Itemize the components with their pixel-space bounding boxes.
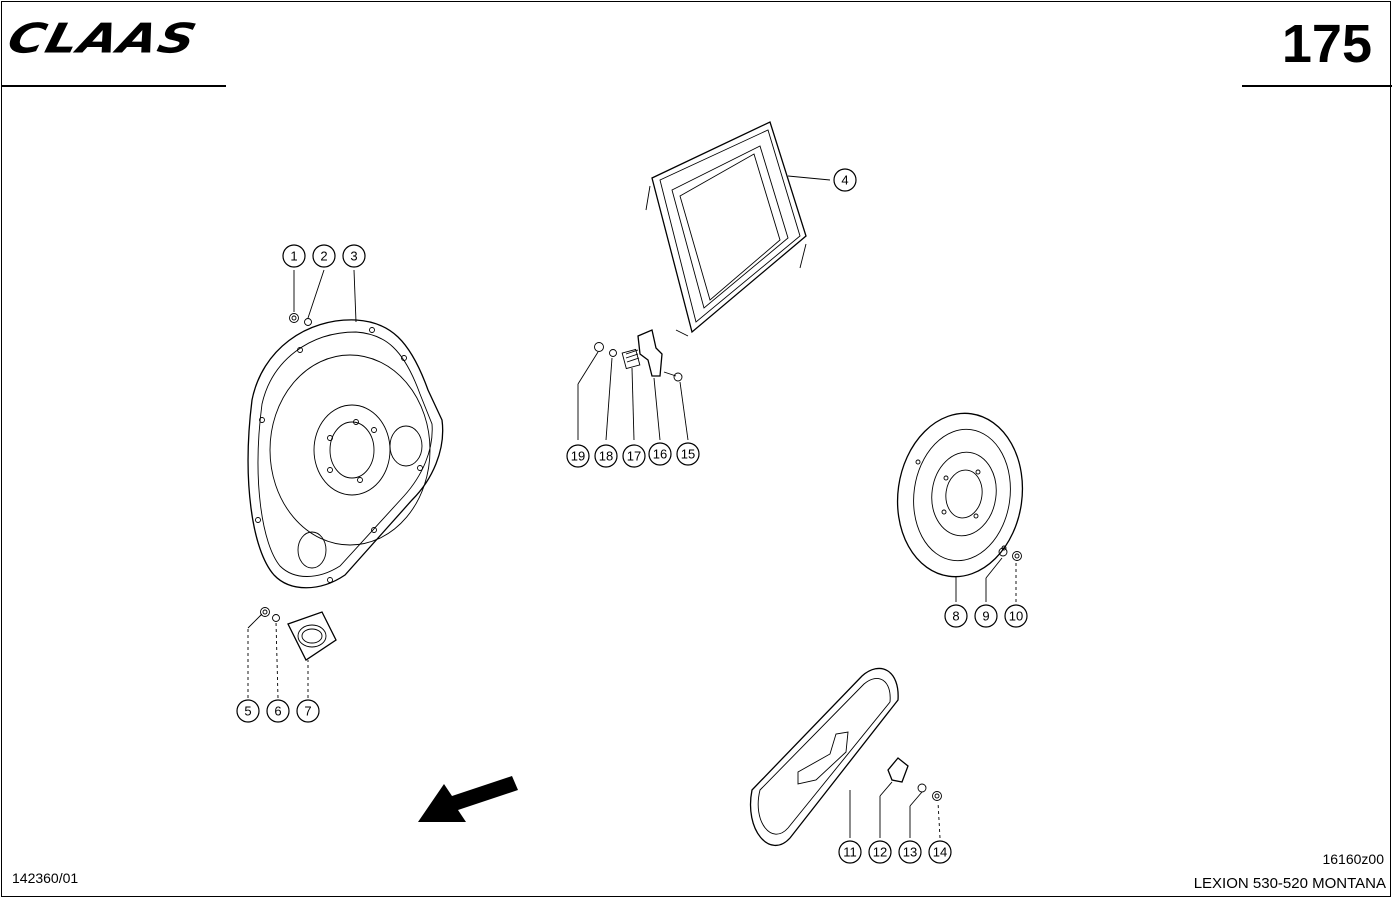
callout-15: 15 [676,442,700,466]
part-frame-4 [645,121,807,337]
callout-1: 1 [282,244,306,268]
svg-text:5: 5 [244,704,251,719]
part-flange-7 [287,611,337,661]
callout-8: 8 [944,604,968,628]
svg-text:18: 18 [599,449,613,464]
page-number-underline [1242,85,1392,87]
callout-10: 10 [1004,604,1028,628]
callout-5: 5 [236,699,260,723]
callout-18: 18 [594,444,618,468]
part-nut-10 [1012,551,1022,561]
part-cover-plate-3 [247,319,444,589]
svg-text:17: 17 [627,449,641,464]
svg-text:13: 13 [903,845,917,860]
part-latch-assembly [594,329,683,382]
callout-7: 7 [296,699,320,723]
part-disk-8 [896,412,1024,578]
figure-code: 16160z00 [1322,851,1384,867]
svg-text:7: 7 [304,704,311,719]
callout-14: 14 [928,840,952,864]
callout-13: 13 [898,840,922,864]
direction-arrow [418,776,518,822]
part-washer-13 [917,783,927,793]
logo-underline [1,85,226,87]
svg-text:15: 15 [681,447,695,462]
svg-text:19: 19 [571,449,585,464]
svg-text:2: 2 [320,249,327,264]
svg-text:8: 8 [952,609,959,624]
drawing-reference: 142360/01 [12,870,79,886]
svg-text:4: 4 [841,173,848,188]
part-washer-9 [998,547,1008,557]
callout-2: 2 [312,244,336,268]
part-latch-12 [887,757,909,783]
callout-4: 4 [833,168,857,192]
page-number: 175 [1281,14,1372,74]
callout-16: 16 [648,442,672,466]
callout-9: 9 [974,604,998,628]
callout-19: 19 [566,444,590,468]
part-washer-2 [304,318,312,326]
callout-3: 3 [342,244,366,268]
part-washer-6 [272,614,280,622]
part-nut-14 [932,791,942,801]
svg-text:9: 9 [982,609,989,624]
svg-text:3: 3 [350,249,357,264]
svg-text:6: 6 [274,704,281,719]
part-cover-11 [749,667,899,846]
svg-text:12: 12 [873,845,887,860]
svg-text:14: 14 [933,845,947,860]
svg-text:1: 1 [290,249,297,264]
svg-text:11: 11 [843,845,857,860]
part-nut-1 [289,313,299,323]
callout-17: 17 [622,444,646,468]
svg-text:16: 16 [653,447,667,462]
model-name: LEXION 530-520 MONTANA [1193,875,1386,892]
leader-lines [247,175,1017,839]
callout-11: 11 [838,840,862,864]
callout-6: 6 [266,699,290,723]
svg-text:10: 10 [1009,609,1023,624]
part-nut-5 [260,607,270,617]
callout-12: 12 [868,840,892,864]
